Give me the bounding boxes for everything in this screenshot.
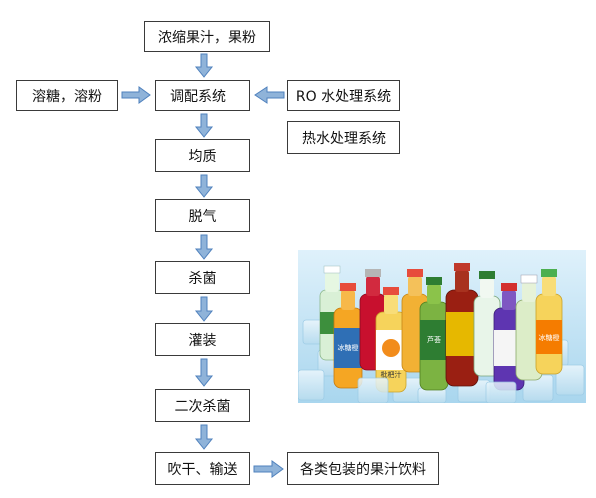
right-input-ro-label: RO 水处理系统 — [295, 88, 392, 105]
step-filling-label: 灌装 — [188, 332, 217, 349]
step-homogenize-label: 均质 — [188, 148, 217, 165]
right-input-ro-box: RO 水处理系统 — [287, 80, 400, 111]
step-degas-label: 脱气 — [188, 208, 217, 225]
step-mixing-box: 调配系统 — [155, 80, 250, 111]
left-input-box: 溶糖，溶粉 — [16, 80, 118, 111]
arrow-down-6 — [194, 358, 214, 387]
step-homogenize-box: 均质 — [155, 139, 250, 172]
step-dry-convey-label: 吹干、输送 — [167, 461, 238, 478]
step-dry-convey-box: 吹干、输送 — [155, 452, 250, 485]
step-filling-box: 灌装 — [155, 323, 250, 356]
right-input-hot-water-box: 热水处理系统 — [287, 121, 400, 154]
arrow-down-3 — [194, 174, 214, 198]
bottle-11: 冰糖橙 — [535, 269, 563, 375]
arrow-right-left-input — [121, 86, 151, 104]
bottle-2-label: 冰糖橙 — [338, 343, 359, 352]
arrow-left-ro-input — [254, 86, 285, 104]
step-sterilize-label: 杀菌 — [188, 270, 217, 287]
left-input-label: 溶糖，溶粉 — [32, 88, 102, 105]
step-second-sterilize-box: 二次杀菌 — [155, 389, 250, 422]
bottle-7 — [445, 263, 479, 387]
step-mixing-label: 调配系统 — [170, 88, 226, 105]
bottle-6-label: 芦荟 — [427, 335, 441, 344]
bottle-11-label: 冰糖橙 — [539, 333, 560, 342]
output-box: 各类包装的果汁饮料 — [287, 452, 439, 485]
step-degas-box: 脱气 — [155, 199, 250, 232]
arrow-down-5 — [194, 296, 214, 322]
bottle-4: 枇杷汁 — [375, 287, 407, 393]
arrow-down-2 — [194, 113, 214, 138]
output-label: 各类包装的果汁饮料 — [300, 461, 426, 478]
bottle-10 — [515, 274, 543, 381]
arrow-down-7 — [194, 424, 214, 450]
step-second-sterilize-label: 二次杀菌 — [174, 398, 231, 415]
arrow-down-1 — [194, 53, 214, 78]
bottle-6: 芦荟 — [419, 277, 449, 391]
bottle-8 — [473, 271, 501, 377]
bottle-2: 冰糖橙 — [333, 283, 363, 389]
arrow-right-output — [253, 460, 284, 478]
bottle-4-label: 枇杷汁 — [381, 370, 402, 379]
right-input-hot-water-label: 热水处理系统 — [302, 130, 386, 147]
step-sterilize-box: 杀菌 — [155, 261, 250, 294]
top-input-label: 浓缩果汁，果粉 — [158, 29, 256, 46]
top-input-box: 浓缩果汁，果粉 — [144, 21, 270, 52]
arrow-down-4 — [194, 234, 214, 260]
juice-bottles-on-ice-image: 冰糖橙 枇杷汁 芦荟 — [298, 250, 586, 403]
